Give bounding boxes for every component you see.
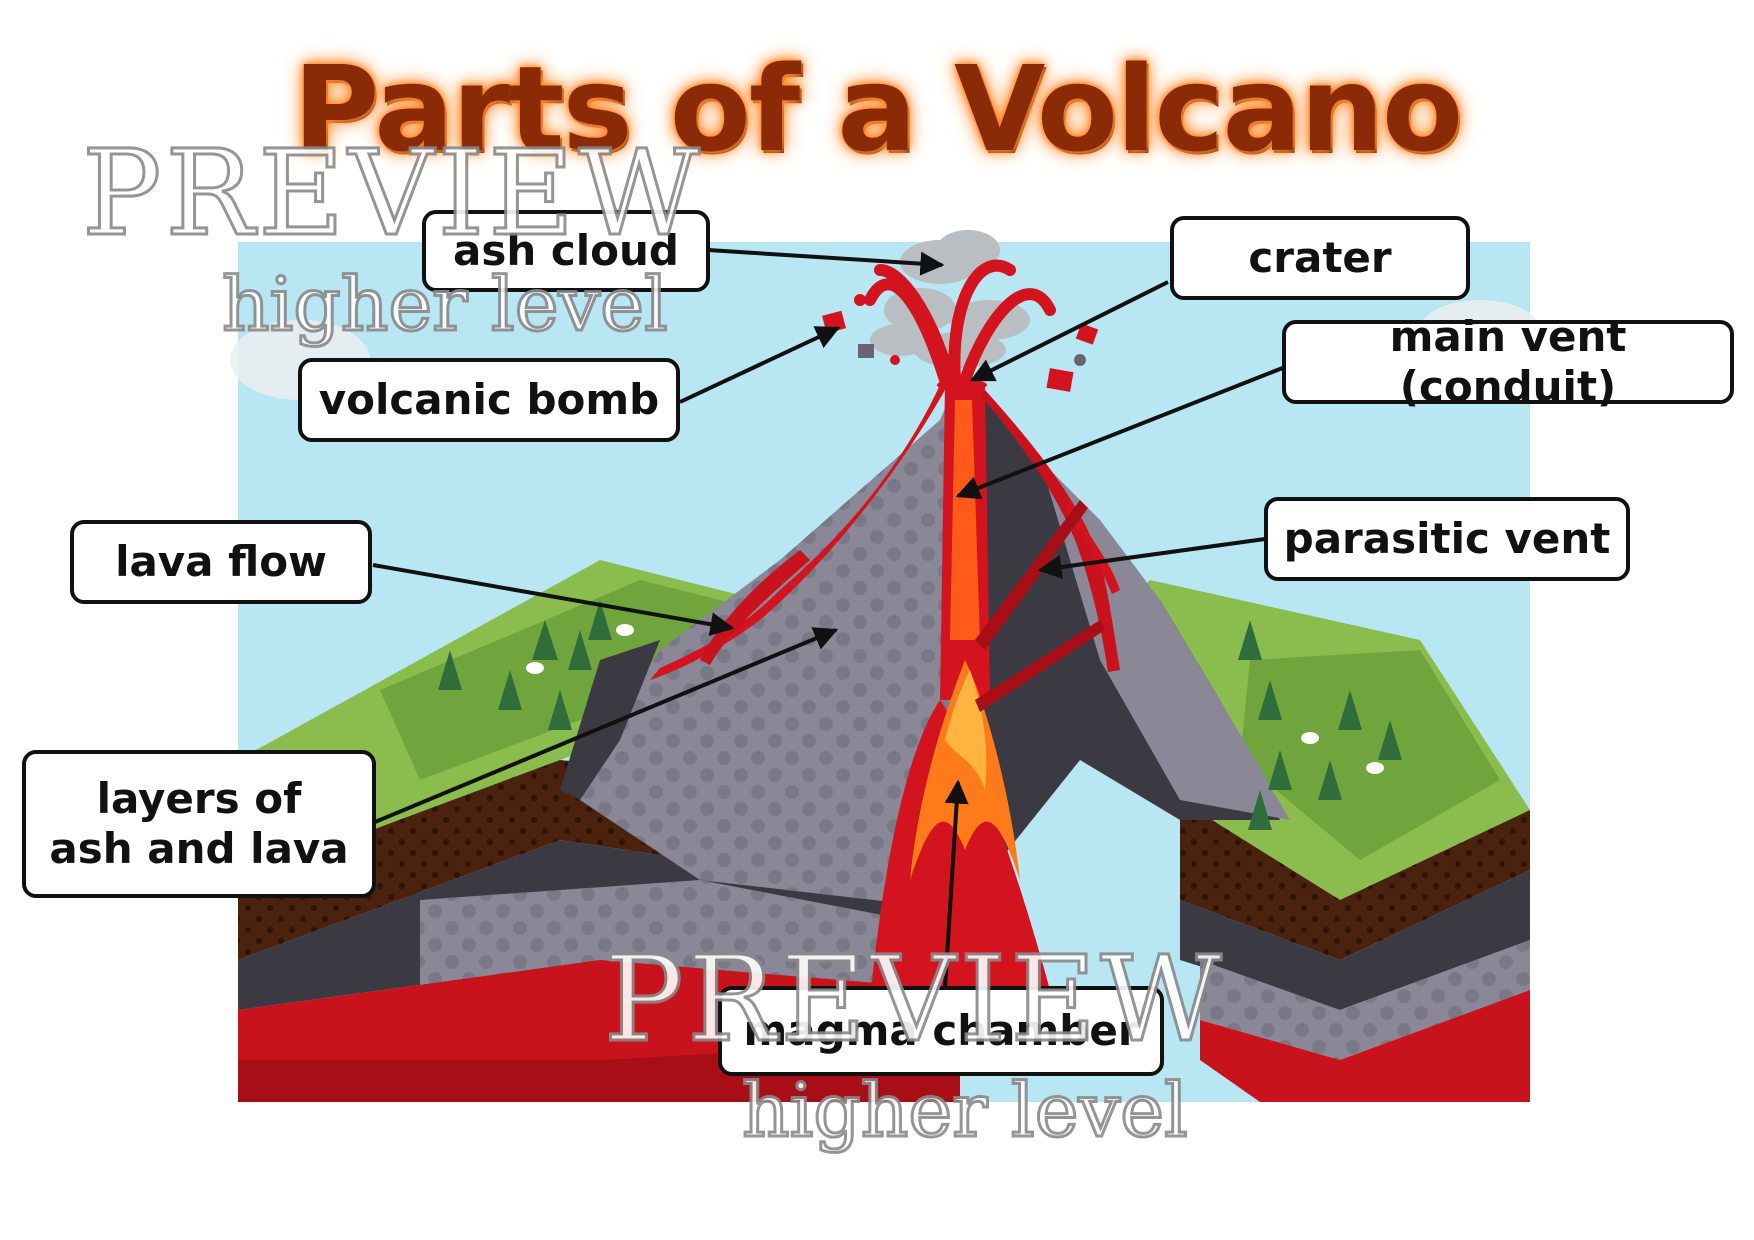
magma-glow	[910, 660, 1020, 880]
label-parasitic-vent: parasitic vent	[1264, 497, 1630, 581]
parasitic-vent	[975, 500, 1088, 650]
page-title: Parts of a Volcano	[292, 40, 1463, 178]
sheep	[526, 624, 1384, 774]
right-red-stratum	[1200, 990, 1530, 1102]
label-layers-ash-lava: layers of ash and lava	[22, 750, 376, 898]
right-rock-stratum	[1180, 870, 1530, 1010]
pointer-arrows	[372, 248, 1286, 989]
crater-rim	[937, 379, 987, 391]
watermark-sub-bottom: higher level	[741, 1067, 1190, 1156]
label-lava-flow: lava flow	[70, 520, 372, 604]
lava-flow-right	[980, 390, 1120, 672]
label-ash-cloud: ash cloud	[422, 210, 710, 292]
watermark-preview-bottom: PREVIEW	[603, 929, 1226, 1070]
label-volcanic-bomb: volcanic bomb	[298, 358, 680, 442]
magma-chamber	[870, 700, 1050, 1000]
label-crater: crater	[1170, 216, 1470, 300]
lava-fountains	[864, 259, 1056, 386]
trees	[438, 600, 1402, 830]
label-magma-chamber: magma chamber	[718, 986, 1164, 1076]
left-grass-dark	[380, 580, 760, 780]
watermark-preview-top: PREVIEW	[81, 123, 704, 264]
label-main-vent: main vent (conduit)	[1282, 312, 1734, 411]
watermark-sub-top: higher level	[221, 261, 670, 350]
